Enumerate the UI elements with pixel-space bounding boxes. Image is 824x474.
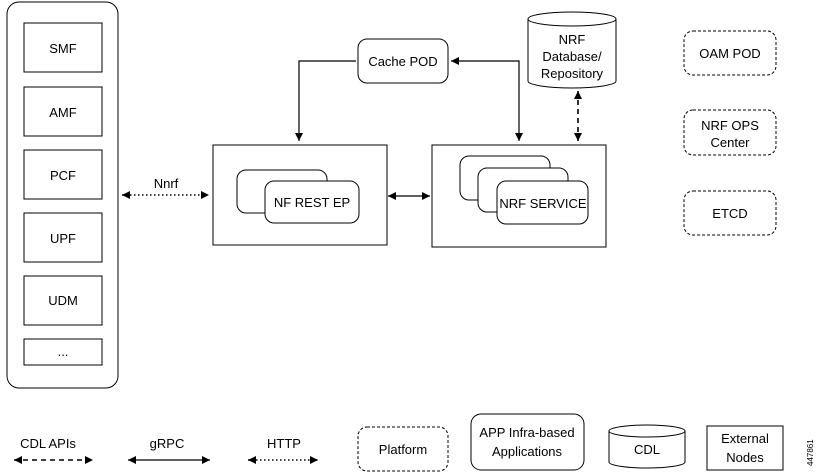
legend-external-nodes-line1: External xyxy=(721,431,769,446)
nf-item-label: UPF xyxy=(50,231,76,246)
nf-item-udm: UDM xyxy=(23,275,103,326)
nf-item-upf: UPF xyxy=(23,212,103,263)
nrf-service-label: NRF SERVICE xyxy=(499,196,586,211)
legend-cdl-apis-label: CDL APIs xyxy=(20,436,76,451)
nf-item-label: PCF xyxy=(50,168,76,183)
nf-item-label: AMF xyxy=(49,105,77,120)
cache-to-rest-connector xyxy=(295,60,356,141)
legend-app-infra-label-line1: APP Infra-based xyxy=(479,425,574,440)
legend-app-infra-label-line2: Applications xyxy=(492,444,563,459)
legend-external-nodes-box xyxy=(706,425,784,471)
nrf-ops-label-line2: Center xyxy=(710,135,750,150)
figure-id: 447861 xyxy=(806,439,815,466)
nf-item-label: UDM xyxy=(48,293,78,308)
legend-app-infra-box xyxy=(470,413,585,471)
cache-pod: Cache POD xyxy=(357,38,449,84)
oam-pod: OAM POD xyxy=(683,30,777,76)
nf-item-more: ... xyxy=(23,338,103,366)
legend-cdl-label: CDL xyxy=(634,442,660,457)
legend-platform-box xyxy=(357,426,449,472)
nf-rest-ep-label: NF REST EP xyxy=(274,195,350,210)
legend-http-label: HTTP xyxy=(267,436,301,451)
nrf-ops-center: NRF OPS Center xyxy=(683,109,777,156)
nrf-db-label-line2: Database/ xyxy=(542,49,602,64)
legend-external-nodes-line2: Nodes xyxy=(726,450,764,465)
nrf-db-label-line3: Repository xyxy=(541,66,604,81)
cache-pod-label: Cache POD xyxy=(368,54,437,69)
nf-item-amf: AMF xyxy=(23,86,103,137)
nnrf-label: Nnrf xyxy=(154,176,179,191)
legend-cdl-icon xyxy=(608,424,686,469)
legend-platform-label: Platform xyxy=(379,442,427,457)
nf-item-smf: SMF xyxy=(23,22,103,73)
nf-item-label: SMF xyxy=(49,41,77,56)
legend: CDL APIs gRPC HTTP Platform APP Infra-ba… xyxy=(14,413,784,472)
nrf-ops-label-line1: NRF OPS xyxy=(701,118,759,133)
legend-grpc-label: gRPC xyxy=(150,436,185,451)
nf-item-pcf: PCF xyxy=(23,149,103,200)
cache-to-service-connector xyxy=(451,57,523,141)
nf-item-label: ... xyxy=(58,344,69,359)
nrf-service-instance: NRF SERVICE xyxy=(496,180,589,225)
etcd-pod: ETCD xyxy=(683,190,777,236)
oam-pod-label: OAM POD xyxy=(699,46,760,61)
nrf-db-label-line1: NRF xyxy=(559,32,586,47)
nf-rest-ep-instance: NF REST EP xyxy=(264,180,360,224)
etcd-label: ETCD xyxy=(712,206,747,221)
nrf-database-icon xyxy=(527,11,617,89)
